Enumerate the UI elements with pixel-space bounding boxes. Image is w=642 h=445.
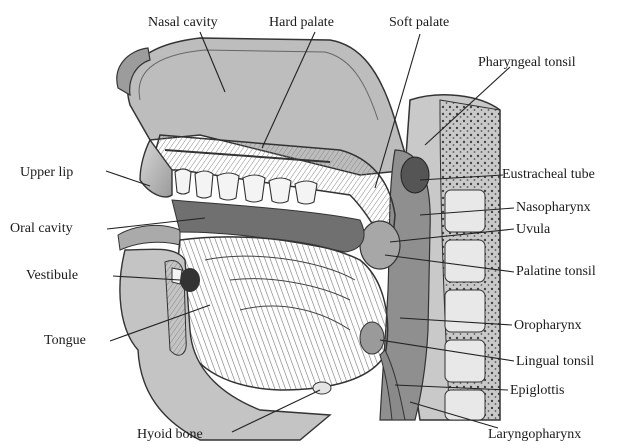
label-lingual-tonsil: Lingual tonsil	[516, 354, 594, 369]
label-uvula: Uvula	[516, 222, 551, 237]
label-epiglottis: Epiglottis	[510, 383, 564, 398]
tongue-shape	[178, 237, 388, 390]
label-upper-lip: Upper lip	[20, 165, 73, 180]
label-eustachian-tube: Eustracheal tube	[502, 167, 595, 182]
label-hard-palate: Hard palate	[269, 15, 334, 30]
label-palatine-tonsil: Palatine tonsil	[516, 264, 596, 279]
label-oropharynx: Oropharynx	[514, 318, 582, 333]
label-hyoid-bone: Hyoid bone	[137, 427, 203, 442]
label-vestibule: Vestibule	[26, 268, 78, 283]
label-laryngopharynx: Laryngopharynx	[488, 427, 581, 442]
label-nasal-cavity: Nasal cavity	[148, 15, 218, 30]
label-tongue: Tongue	[44, 333, 86, 348]
label-nasopharynx: Nasopharynx	[516, 200, 591, 215]
label-oral-cavity: Oral cavity	[10, 221, 73, 236]
label-pharyngeal-tonsil: Pharyngeal tonsil	[478, 55, 576, 70]
label-soft-palate: Soft palate	[389, 15, 449, 30]
